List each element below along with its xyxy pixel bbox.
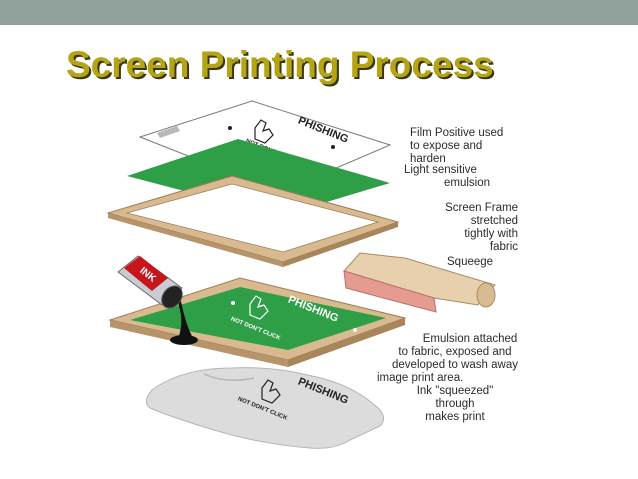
label-light-sensitive: Light sensitive emulsion [380, 164, 490, 190]
top-bar [0, 0, 638, 25]
label-line: developed to wash away [392, 359, 518, 371]
label-line: fabric [489, 241, 518, 253]
label-line: tightly with [464, 228, 518, 240]
label-line: emulsion [443, 177, 490, 189]
label-line: Ink "squeezed" [416, 385, 494, 397]
label-line: stretched [470, 215, 518, 227]
label-squeegee: Squeege [447, 256, 493, 269]
label-line: to expose and [410, 140, 483, 152]
label-line: Light sensitive [404, 164, 477, 176]
label-line: Screen Frame [445, 202, 518, 214]
label-line: harden [410, 153, 446, 165]
label-line: Film Positive used [410, 127, 504, 139]
ink-can: INK [117, 255, 198, 345]
label-ink-squeezed: Ink "squeezed" through makes print [405, 385, 505, 424]
label-line: image print area. [377, 372, 464, 384]
screen-frame-empty [106, 175, 400, 267]
label-film-positive: Film Positive used to expose and harden [410, 127, 503, 166]
label-line: Emulsion attached [422, 333, 518, 345]
screen-frame-developed: PHISHING NOT DON'T CLICK [108, 277, 407, 367]
label-line: through [435, 398, 475, 410]
label-line: to fabric, exposed and [398, 346, 512, 358]
printed-tshirt: PHISHING NOT DON'T CLICK [146, 367, 384, 449]
label-line: makes print [425, 411, 485, 423]
slide-title: Screen Printing Process [66, 44, 494, 85]
label-screen-frame: Screen Frame stretched tightly with fabr… [410, 202, 518, 254]
label-emulsion-attached: Emulsion attached to fabric, exposed and… [365, 333, 545, 385]
label-line: Squeege [447, 256, 494, 268]
squeegee [343, 252, 496, 313]
emulsion-sheet [127, 139, 390, 216]
